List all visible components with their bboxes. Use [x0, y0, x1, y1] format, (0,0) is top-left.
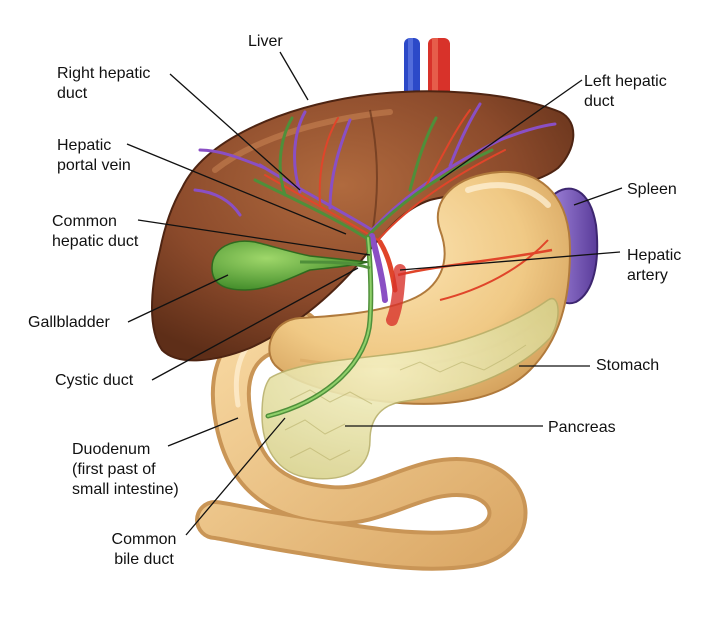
label-duodenum: Duodenum (first past of small intestine): [72, 441, 179, 498]
leader-hepatic-portal-vein: [126, 143, 347, 235]
leader-cystic-duct: [151, 267, 359, 381]
label-common-hepatic-duct: Common hepatic duct: [52, 213, 139, 250]
leader-common-bile-duct: [185, 417, 286, 536]
label-cystic-duct: Cystic duct: [55, 372, 134, 389]
label-hepatic-artery: Hepatic artery: [627, 247, 682, 284]
liver-vessels: [193, 102, 557, 241]
label-stomach: Stomach: [596, 357, 660, 374]
leader-hepatic-artery: [399, 251, 621, 271]
label-gallbladder: Gallbladder: [28, 314, 110, 331]
label-pancreas: Pancreas: [548, 419, 616, 436]
leader-lines: [126, 51, 623, 536]
label-right-hepatic-duct: Right hepatic duct: [57, 65, 151, 102]
leader-duodenum: [167, 417, 239, 447]
pancreas-shape: [261, 297, 559, 480]
leader-gallbladder: [127, 274, 229, 323]
label-common-bile-duct: Common bile duct: [111, 531, 177, 568]
leader-spleen: [573, 187, 623, 206]
leader-liver: [279, 51, 309, 101]
label-liver: Liver: [248, 33, 283, 50]
leader-right-hepatic-duct: [169, 73, 301, 191]
label-hepatic-portal-vein: Hepatic portal vein: [57, 137, 131, 174]
leader-left-hepatic-duct: [439, 79, 583, 181]
label-left-hepatic-duct: Left hepatic duct: [584, 73, 667, 110]
leader-common-hepatic-duct: [137, 219, 371, 256]
label-spleen: Spleen: [627, 181, 677, 198]
